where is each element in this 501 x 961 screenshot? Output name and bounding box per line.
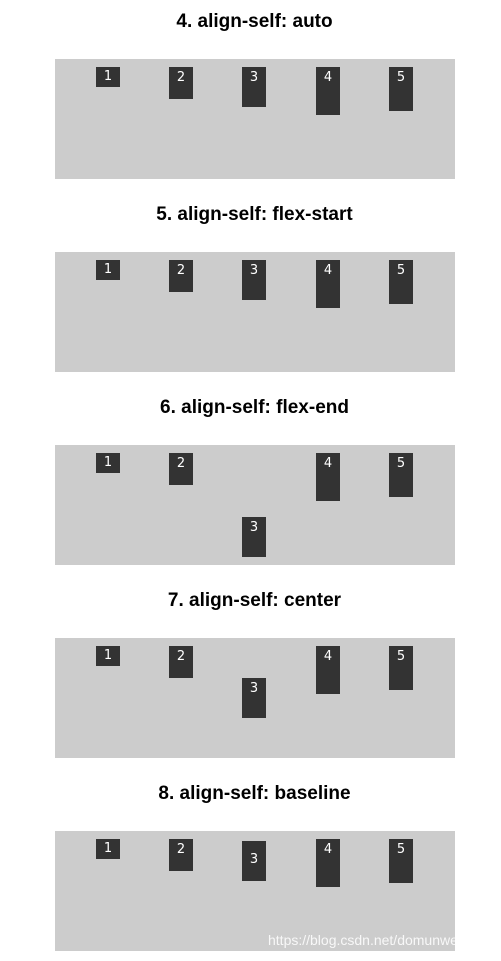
- flex-item-4: 4: [316, 646, 340, 694]
- section-title: 6. align-self: flex-end: [160, 397, 349, 418]
- flex-container: 1 2 3 4 5: [55, 252, 455, 372]
- flex-item-1: 1: [96, 839, 120, 859]
- flex-item-2: 2: [169, 646, 193, 678]
- section-title: 5. align-self: flex-start: [156, 204, 353, 225]
- section-title: 4. align-self: auto: [176, 11, 333, 32]
- watermark-text: https://blog.csdn.net/domunweb: [268, 932, 466, 948]
- flex-item-1: 1: [96, 453, 120, 473]
- flex-item-4: 4: [316, 453, 340, 501]
- flex-item-1: 1: [96, 260, 120, 280]
- flex-item-5: 5: [389, 67, 413, 111]
- flex-item-5: 5: [389, 453, 413, 497]
- flex-item-3: 3: [242, 678, 266, 718]
- flex-item-2: 2: [169, 453, 193, 485]
- flex-item-5: 5: [389, 260, 413, 304]
- section-title: 8. align-self: baseline: [158, 783, 351, 804]
- flex-container: 1 2 3 4 5: [55, 638, 455, 758]
- flex-item-1: 1: [96, 67, 120, 87]
- flex-item-2: 2: [169, 67, 193, 99]
- flex-item-4: 4: [316, 67, 340, 115]
- flex-item-2: 2: [169, 839, 193, 871]
- flex-container: 1 2 3 4 5: [55, 59, 455, 179]
- flex-item-5: 5: [389, 646, 413, 690]
- flex-container: 1 2 3 4 5: [55, 445, 455, 565]
- flex-item-3: 3: [242, 517, 266, 557]
- flex-item-4: 4: [316, 839, 340, 887]
- flex-item-3: 3: [242, 260, 266, 300]
- flex-item-3: 3: [242, 67, 266, 107]
- flex-item-2: 2: [169, 260, 193, 292]
- flex-item-3: 3: [242, 841, 266, 881]
- flex-item-5: 5: [389, 839, 413, 883]
- flex-item-1: 1: [96, 646, 120, 666]
- flex-container: 1 2 3 4 5: [55, 831, 455, 951]
- section-title: 7. align-self: center: [167, 590, 342, 611]
- flex-item-4: 4: [316, 260, 340, 308]
